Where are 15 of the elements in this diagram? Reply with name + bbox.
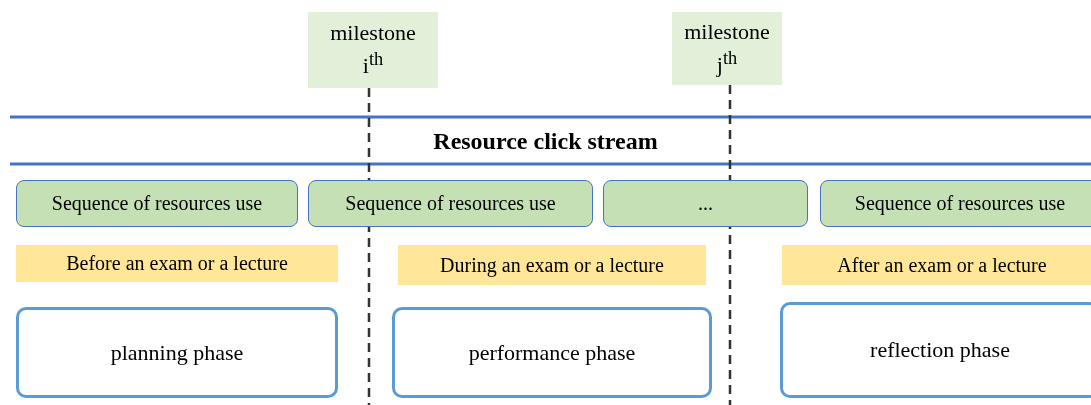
phase-box: reflection phase [780,302,1091,398]
sequence-box: ... [603,180,808,227]
sequence-box: Sequence of resources use [820,180,1091,227]
timing-label: During an exam or a lecture [398,245,706,285]
phase-box: planning phase [16,307,338,398]
timing-label: Before an exam or a lecture [16,245,338,282]
timing-label: After an exam or a lecture [782,245,1091,285]
dashed-line [367,88,371,405]
milestone-box: milestone i$^{th}$ [308,12,438,88]
milestone-box: milestone j$^{th}$ [672,12,782,85]
dashed-line [728,85,732,405]
sequence-box: Sequence of resources use [16,180,298,227]
phase-box: performance phase [392,307,712,398]
band-title: Resource click stream [432,128,659,155]
sequence-box: Sequence of resources use [308,180,593,227]
